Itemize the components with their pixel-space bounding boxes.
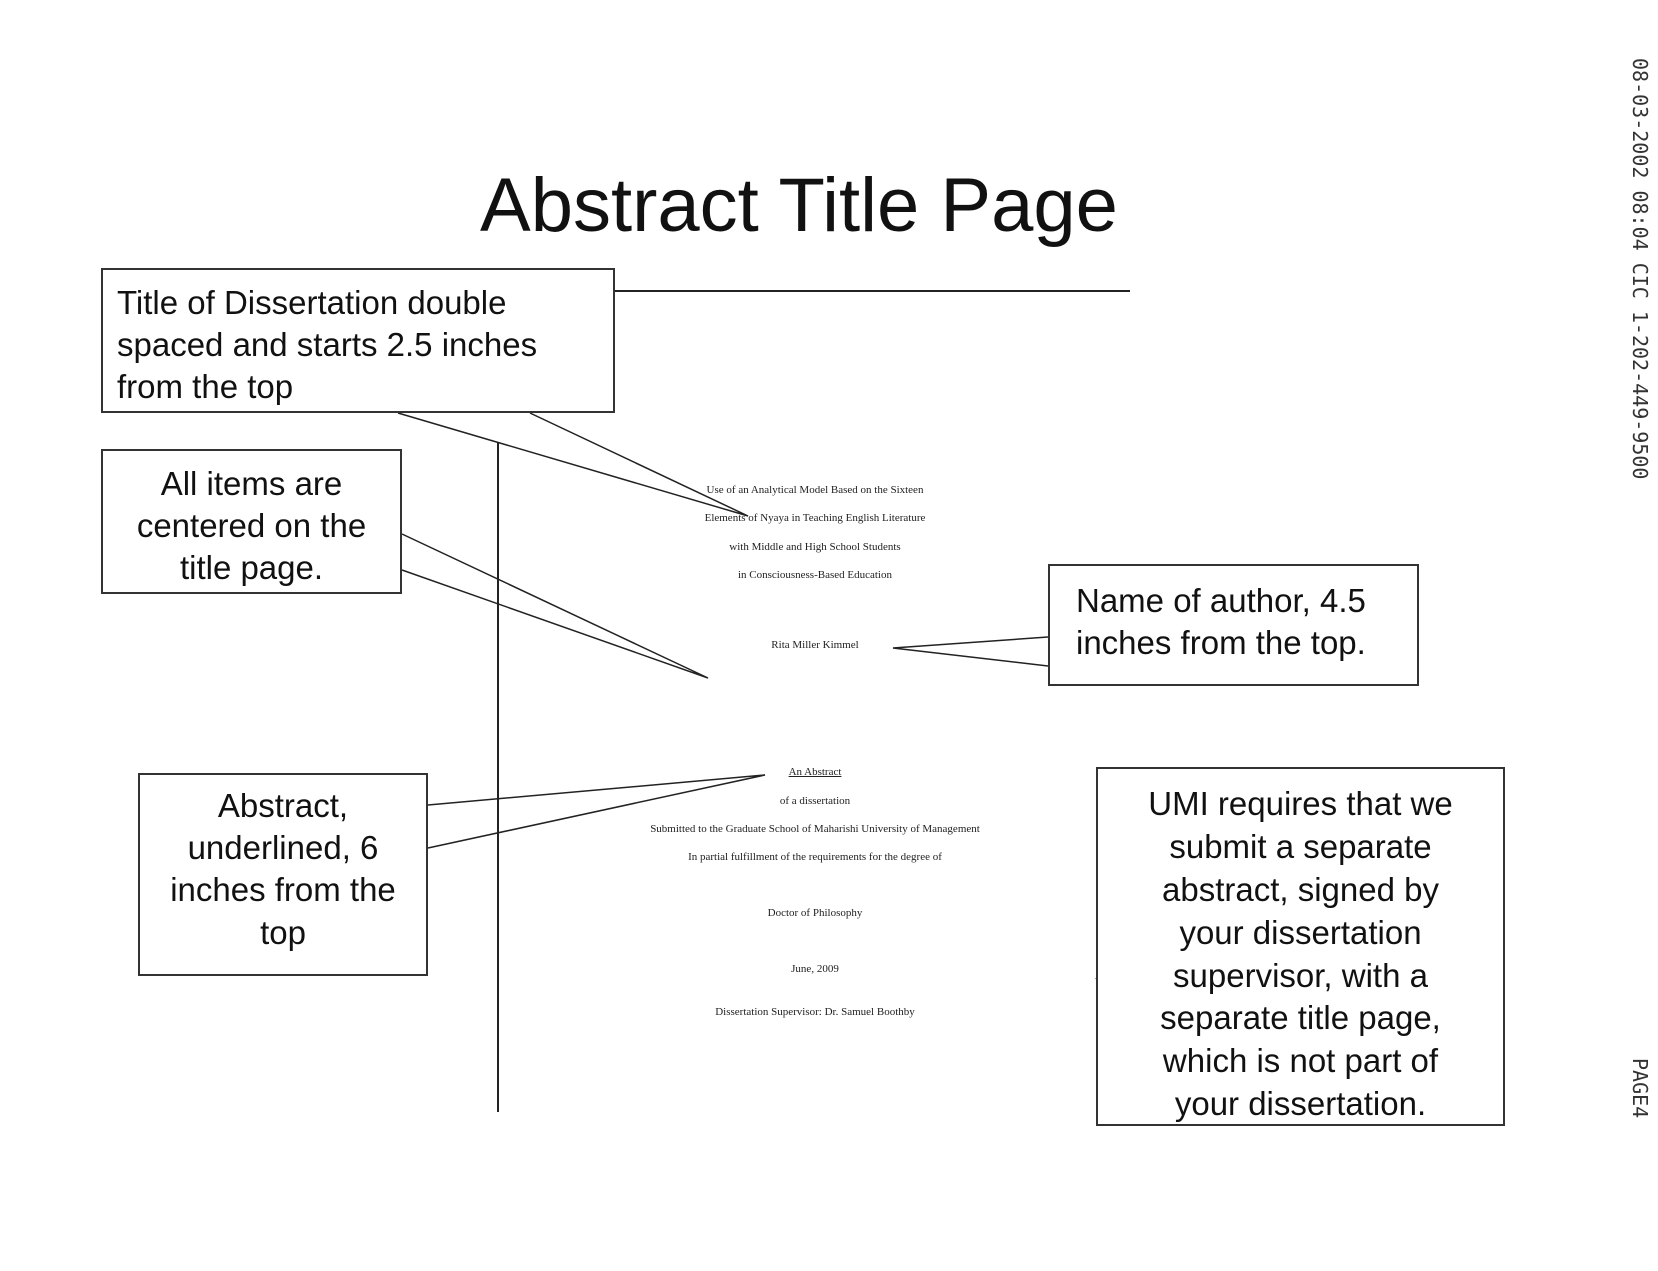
sample-title-line: with Middle and High School Students [729, 541, 901, 553]
fax-page-number: PAGE4 [1628, 1058, 1652, 1119]
centered-callout-pointer [401, 533, 709, 679]
author-callout-text: Name of author, 4.5 inches from the top. [1076, 582, 1366, 662]
title-callout-pointer [397, 412, 749, 517]
sample-submitted-to: Submitted to the Graduate School of Maha… [650, 823, 980, 835]
author-callout-pointer [892, 636, 1049, 667]
sample-degree: Doctor of Philosophy [767, 907, 863, 919]
sample-of-dissertation: of a dissertation [779, 795, 851, 807]
sample-title-line: in Consciousness-Based Education [738, 569, 892, 581]
sample-title-line: Elements of Nyaya in Teaching English Li… [704, 512, 926, 524]
centered-items-callout-text: All items are centered on the title page… [136, 465, 367, 587]
abstract-callout-text: Abstract, underlined, 6 inches from the … [170, 787, 396, 951]
sample-title-line: Use of an Analytical Model Based on the … [706, 484, 924, 496]
sample-abstract-heading: An Abstract [788, 766, 842, 778]
abstract-callout-pointer [427, 774, 766, 849]
sample-date: June, 2009 [791, 963, 839, 975]
sample-supervisor: Dissertation Supervisor: Dr. Samuel Boot… [715, 1006, 915, 1018]
page-title: Abstract Title Page [480, 163, 1118, 248]
author-callout: Name of author, 4.5 inches from the top. [1048, 564, 1419, 686]
sample-fulfillment: In partial fulfillment of the requiremen… [688, 851, 942, 863]
sample-author: Rita Miller Kimmel [771, 639, 859, 651]
title-spacing-callout: Title of Dissertation double spaced and … [101, 268, 615, 413]
abstract-callout: Abstract, underlined, 6 inches from the … [138, 773, 428, 976]
title-spacing-callout-text: Title of Dissertation double spaced and … [117, 284, 538, 406]
umi-requirement-callout-text: UMI requires that we submit a separate a… [1148, 785, 1453, 1123]
umi-requirement-callout: UMI requires that we submit a separate a… [1096, 767, 1505, 1126]
centered-items-callout: All items are centered on the title page… [101, 449, 402, 594]
fax-header-stamp: 08-03-2002 08:04 CIC 1-202-449-9500 [1628, 58, 1652, 480]
